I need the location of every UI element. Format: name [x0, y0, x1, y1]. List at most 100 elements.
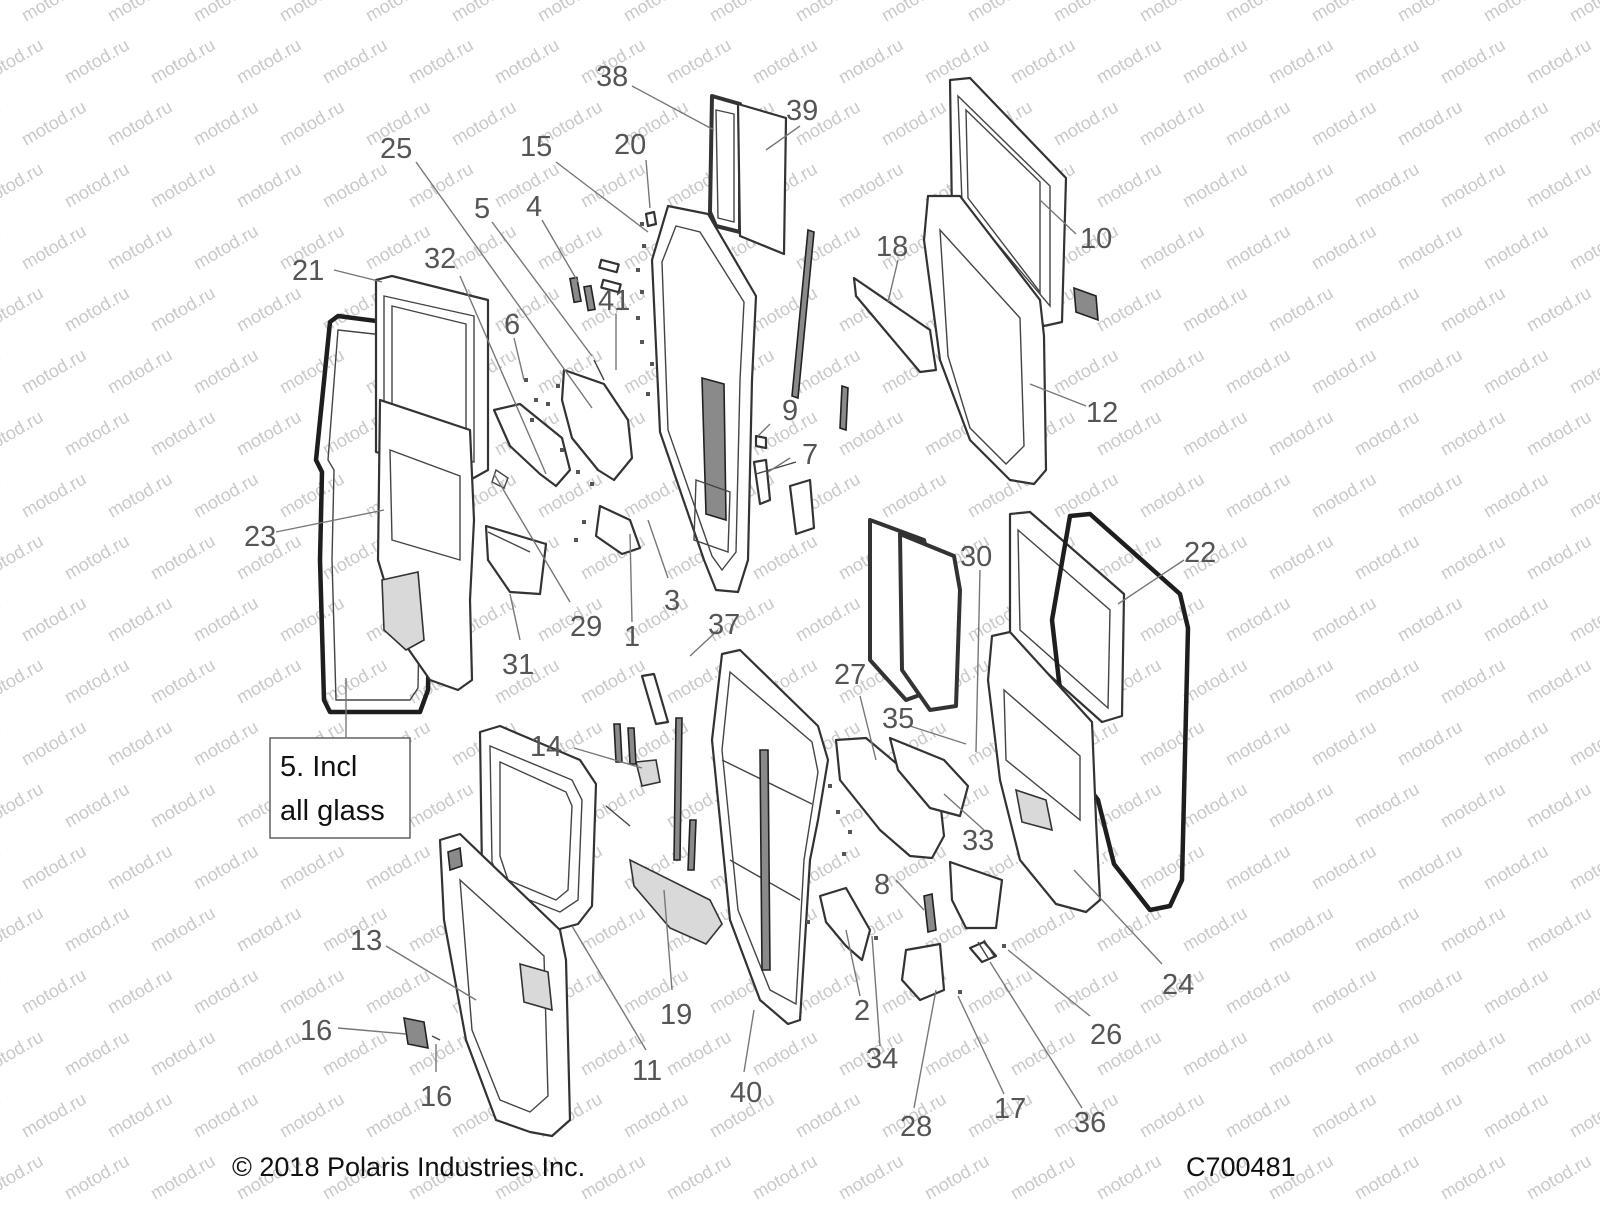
- watermark-text: motod.ru: [104, 0, 176, 25]
- watermark-text: motod.ru: [1437, 1027, 1509, 1080]
- copyright-text: © 2018 Polaris Industries Inc.: [232, 1152, 585, 1182]
- watermark-text: motod.ru: [1437, 531, 1509, 584]
- watermark-text: motod.ru: [18, 345, 90, 398]
- callout: 14: [530, 731, 562, 763]
- watermark-text: motod.ru: [749, 35, 821, 88]
- watermark-text: motod.ru: [1566, 97, 1600, 150]
- watermark-text: motod.ru: [362, 0, 434, 25]
- watermark-text: motod.ru: [1394, 965, 1466, 1018]
- watermark-text: motod.ru: [104, 717, 176, 770]
- watermark-text: motod.ru: [1437, 159, 1509, 212]
- watermark-text: motod.ru: [1179, 1027, 1251, 1080]
- watermark-text: motod.ru: [1394, 221, 1466, 274]
- watermark-text: motod.ru: [534, 221, 606, 274]
- watermark-text: motod.ru: [1179, 903, 1251, 956]
- watermark-text: motod.ru: [1093, 35, 1165, 88]
- callout: 35: [882, 703, 914, 735]
- watermark-text: motod.ru: [276, 593, 348, 646]
- callout: 5: [474, 193, 490, 225]
- callout: 2: [854, 995, 870, 1027]
- watermark-text: motod.ru: [1007, 903, 1079, 956]
- watermark-text: motod.ru: [1566, 965, 1600, 1018]
- watermark-text: motod.ru: [0, 345, 4, 398]
- watermark-text: motod.ru: [1394, 1089, 1466, 1142]
- watermark-text: motod.ru: [147, 1027, 219, 1080]
- watermark-text: motod.ru: [0, 0, 4, 25]
- watermark-text: motod.ru: [190, 965, 262, 1018]
- watermark-text: motod.ru: [749, 531, 821, 584]
- rod-9: [754, 228, 849, 450]
- watermark-text: motod.ru: [1523, 159, 1595, 212]
- watermark-text: motod.ru: [319, 35, 391, 88]
- watermark-text: motod.ru: [1394, 841, 1466, 894]
- callout: 7: [802, 439, 818, 471]
- watermark-text: motod.ru: [1523, 531, 1595, 584]
- watermark-text: motod.ru: [1523, 1151, 1595, 1200]
- watermark-text: motod.ru: [448, 97, 520, 150]
- bin-33: [948, 860, 1004, 930]
- watermark-text: motod.ru: [1308, 841, 1380, 894]
- watermark-text: motod.ru: [835, 159, 907, 212]
- callout: 13: [350, 925, 382, 957]
- watermark-text: motod.ru: [878, 469, 950, 522]
- watermark-text: motod.ru: [1437, 283, 1509, 336]
- callout: 24: [1162, 969, 1194, 1001]
- watermark-text: motod.ru: [749, 1151, 821, 1200]
- watermark-text: motod.ru: [1007, 35, 1079, 88]
- callout: 4: [526, 191, 542, 223]
- watermark-text: motod.ru: [1394, 469, 1466, 522]
- watermark-text: motod.ru: [147, 283, 219, 336]
- callout: 23: [244, 521, 276, 553]
- watermark-text: motod.ru: [0, 407, 47, 460]
- watermark-text: motod.ru: [0, 593, 4, 646]
- door-panel-12: [922, 194, 1099, 486]
- watermark-text: motod.ru: [0, 1027, 47, 1080]
- watermark-text: motod.ru: [835, 35, 907, 88]
- watermark-text: motod.ru: [1480, 0, 1552, 25]
- watermark-text: motod.ru: [1093, 283, 1165, 336]
- watermark-text: motod.ru: [233, 407, 305, 460]
- watermark-text: motod.ru: [1566, 0, 1600, 25]
- watermark-text: motod.ru: [1523, 407, 1595, 460]
- watermark-text: motod.ru: [1265, 655, 1337, 708]
- watermark-text: motod.ru: [0, 1151, 47, 1200]
- door-panel-inner-left: [376, 398, 476, 692]
- watermark-text: motod.ru: [1308, 593, 1380, 646]
- callout: 16: [300, 1015, 332, 1047]
- watermark-text: motod.ru: [1222, 593, 1294, 646]
- watermark-text: motod.ru: [190, 593, 262, 646]
- callout: 11: [632, 1055, 662, 1087]
- callout: 34: [866, 1043, 898, 1075]
- watermark-text: motod.ru: [0, 469, 4, 522]
- watermark-text: motod.ru: [147, 779, 219, 832]
- watermark-text: motod.ru: [147, 159, 219, 212]
- watermark-text: motod.ru: [104, 593, 176, 646]
- watermark-text: motod.ru: [620, 0, 692, 25]
- watermark-text: motod.ru: [18, 841, 90, 894]
- watermark-text: motod.ru: [1222, 0, 1294, 25]
- note-line-1: 5. Incl: [280, 751, 357, 783]
- watermark-text: motod.ru: [1351, 531, 1423, 584]
- watermark-text: motod.ru: [1523, 283, 1595, 336]
- watermark-text: motod.ru: [1308, 221, 1380, 274]
- watermark-text: motod.ru: [1222, 841, 1294, 894]
- watermark-text: motod.ru: [147, 35, 219, 88]
- watermark-text: motod.ru: [1437, 35, 1509, 88]
- watermark-text: motod.ru: [921, 1027, 993, 1080]
- watermark-text: motod.ru: [1050, 0, 1122, 25]
- callout: 32: [424, 243, 456, 275]
- watermark-text: motod.ru: [61, 903, 133, 956]
- watermark-text: motod.ru: [18, 0, 90, 25]
- watermark-text: motod.ru: [0, 717, 4, 770]
- watermark-text: motod.ru: [1093, 159, 1165, 212]
- watermark-text: motod.ru: [1394, 593, 1466, 646]
- latch-assembly-lower: [806, 886, 1006, 1002]
- callout: 27: [834, 659, 866, 691]
- watermark-text: motod.ru: [1265, 779, 1337, 832]
- watermark-text: motod.ru: [1136, 97, 1208, 150]
- watermark-text: motod.ru: [792, 0, 864, 25]
- watermark-text: motod.ru: [104, 345, 176, 398]
- watermark-text: motod.ru: [1351, 1027, 1423, 1080]
- watermark-text: motod.ru: [1480, 841, 1552, 894]
- watermark-text: motod.ru: [1351, 283, 1423, 336]
